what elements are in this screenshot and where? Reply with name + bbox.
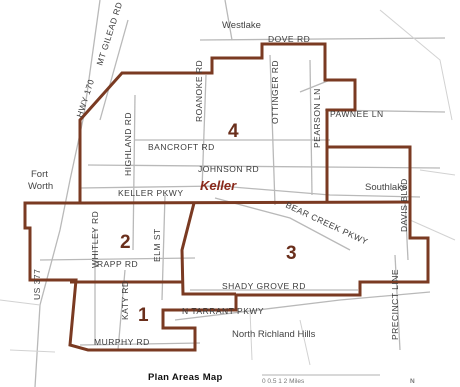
- road-label-n-tarrant-pkwy: N TARRANT PKWY: [182, 306, 264, 316]
- plan-area-numbers: 1 2 3 4: [120, 121, 297, 326]
- nrh-road: [249, 309, 253, 361]
- road-label-pawnee-ln: PAWNEE LN: [330, 109, 384, 119]
- road-label-bancroft-rd: BANCROFT RD: [148, 142, 215, 152]
- road-label-davis-blvd: DAVIS BLVD: [399, 178, 409, 232]
- scale-bar: 0 0.5 1 2 Miles: [262, 374, 380, 385]
- west-road-2: [9, 349, 56, 353]
- road-label-johnson-rd: JOHNSON RD: [198, 164, 259, 174]
- area-divider-2-3: [180, 202, 236, 296]
- road-label-roanoke-rd: ROANOKE RD: [194, 60, 204, 122]
- road-label-highland-rd: HIGHLAND RD: [123, 112, 133, 176]
- plan-area-3-label: 3: [286, 243, 297, 264]
- road-label-keller-pkwy: KELLER PKWY: [118, 188, 184, 198]
- place-label-southlake: Southlake: [365, 182, 407, 193]
- road-label-pearson-ln: PEARSON LN: [312, 88, 322, 148]
- nrh-road-2: [299, 319, 311, 366]
- road-label-katy-rd: KATY RD: [120, 280, 130, 320]
- pearson-lane: [309, 59, 313, 196]
- plan-area-1-label: 1: [138, 305, 149, 326]
- murphy-road: [79, 342, 201, 346]
- road-label-hwy-170: HWY 170: [74, 78, 96, 119]
- rapp-road: [39, 257, 196, 261]
- elm-street: [161, 194, 166, 301]
- pearson-curve: [299, 79, 331, 93]
- place-labels: Westlake Fort Worth Southlake North Rich…: [28, 20, 407, 340]
- keller-parkway: [79, 185, 421, 198]
- n-tarrant-parkway: [174, 291, 431, 321]
- city-label-keller: Keller: [200, 178, 237, 193]
- bear-creek-parkway: [214, 197, 351, 251]
- northeast-road: [379, 9, 453, 121]
- road-label-murphy-rd: MURPHY RD: [94, 337, 150, 347]
- road-label-whitley-rd: WHITLEY RD: [90, 211, 100, 268]
- place-label-fort: Fort: [31, 169, 48, 180]
- road-label-dove-rd: DOVE RD: [268, 34, 310, 44]
- precinct-line-road: [394, 254, 401, 351]
- road-label-us-377: US 377: [32, 269, 42, 300]
- davis-boulevard: [404, 199, 409, 261]
- plan-area-2-label: 2: [120, 232, 131, 253]
- place-label-north-richland-hills: North Richland Hills: [232, 329, 316, 340]
- dove-road: [199, 37, 446, 41]
- southlake-road: [419, 169, 456, 176]
- westlake-road: [224, 0, 233, 41]
- area-divider-north: [79, 200, 411, 205]
- map-caption: Plan Areas Map: [148, 372, 223, 383]
- hwy-170-branch-road: [99, 19, 129, 121]
- road-label-bear-creek-pkwy: BEAR CREEK PKWY: [284, 200, 370, 247]
- highland-road: [132, 94, 136, 251]
- north-arrow-label: N: [410, 378, 415, 385]
- johnson-road: [87, 164, 441, 169]
- plan-area-4-label: 4: [228, 121, 239, 142]
- plan-area-boundaries: [23, 42, 430, 352]
- city-boundary: [23, 42, 430, 352]
- place-label-worth: Worth: [28, 181, 53, 192]
- west-road: [0, 299, 41, 306]
- roanoke-road: [201, 74, 207, 191]
- north-arrow: N: [410, 378, 415, 385]
- southlake-road-2: [409, 219, 456, 241]
- ottinger-road: [269, 54, 276, 206]
- road-label-precinct-line: PRECINCT LINE: [390, 269, 400, 340]
- hwy-170-road: [34, 0, 101, 387]
- road-label-rapp-rd: RAPP RD: [97, 259, 138, 269]
- place-label-westlake: Westlake: [222, 20, 261, 31]
- road-label-elm-st: ELM ST: [152, 228, 162, 262]
- road-label-shady-grove-rd: SHADY GROVE RD: [222, 281, 306, 291]
- scale-bar-text: 0 0.5 1 2 Miles: [262, 378, 305, 385]
- road-label-ottinger-rd: OTTINGER RD: [270, 60, 280, 124]
